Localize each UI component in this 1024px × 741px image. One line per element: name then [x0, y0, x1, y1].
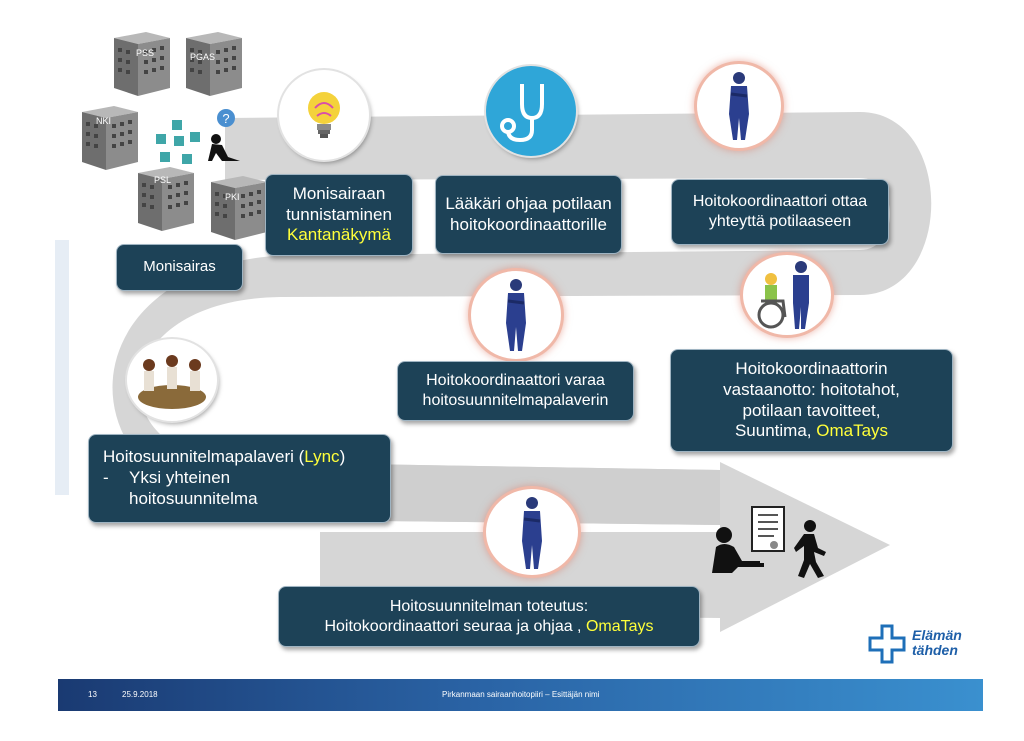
question-mark-icon: ? — [217, 109, 235, 127]
step-toteutus: Hoitosuunnitelman toteutus: Hoitokoordin… — [278, 586, 700, 647]
palaveri-paren: ) — [339, 447, 346, 467]
step-laakari: Lääkäri ohjaa potilaan hoitokoordinaatto… — [435, 175, 622, 254]
footer-page-number: 13 — [88, 690, 97, 699]
sitting-person-icon — [208, 134, 240, 161]
yhteys-line2: yhteyttä potilaaseen — [708, 213, 852, 230]
logo-line2: tähden — [912, 642, 958, 659]
tunnistaminen-line2: tunnistaminen — [286, 204, 392, 224]
network-cluster-icon — [156, 120, 200, 164]
kantanakyma-link: Kantanäkymä — [287, 225, 391, 245]
elaman-tahden-logo-icon — [868, 624, 906, 664]
vastaanotto-line3: potilaan tavoitteet, — [742, 400, 881, 420]
building-pki: PKI — [205, 172, 271, 242]
building-pgas: PGAS — [180, 28, 246, 98]
step-monisairas: Monisairas — [116, 244, 243, 291]
footer-bar: 13 25.9.2018 Pirkanmaan sairaanhoitopiir… — [58, 679, 983, 711]
varaa-line2: hoitosuunnitelmapalaverin — [422, 392, 609, 409]
building-pss: PSS — [108, 28, 174, 98]
toteutus-text: Hoitokoordinaattori seuraa ja ohjaa , — [324, 617, 586, 635]
step-yhteys: Hoitokoordinaattori ottaa yhteyttä potil… — [671, 179, 889, 245]
step-tunnistaminen: Monisairaan tunnistaminen Kantanäkymä — [265, 174, 413, 256]
laakari-line1: Lääkäri ohjaa potilaan — [445, 193, 612, 213]
vastaanotto-line1: Hoitokoordinaattorin — [735, 359, 888, 379]
building-psl: PSL — [132, 163, 198, 233]
wheelchair-circle — [743, 255, 831, 335]
nurse-icon — [506, 279, 526, 351]
toteutus-line2: Hoitokoordinaattori seuraa ja ohjaa , Om… — [324, 617, 653, 637]
stethoscope-circle — [486, 66, 576, 156]
omatays-link-2: OmaTays — [585, 617, 654, 635]
palaveri-dash: - — [103, 468, 109, 488]
nurse-circle-followup — [486, 489, 578, 575]
toteutus-line1: Hoitosuunnitelman toteutus: — [389, 597, 589, 615]
varaa-line1: Hoitokoordinaattori varaa — [426, 372, 605, 390]
footer-date: 25.9.2018 — [122, 690, 158, 699]
logo-text: Elämän tähden — [912, 627, 962, 659]
building-label-pki: PKI — [225, 192, 240, 202]
vastaanotto-line2: vastaanotto: hoitotahot, — [723, 379, 900, 399]
palaveri-line1: Hoitosuunnitelmapalaveri (Lync) — [103, 447, 345, 468]
walking-person-icon — [794, 520, 826, 578]
meeting-icon — [138, 355, 206, 409]
yhteys-line1: Hoitokoordinaattori ottaa — [692, 193, 868, 211]
building-label-pgas: PGAS — [190, 52, 216, 62]
stethoscope-icon — [500, 84, 544, 143]
wheelchair-icon — [757, 261, 809, 329]
building-nki: NKI — [76, 102, 142, 172]
lightbulb-icon — [308, 92, 340, 138]
palaveri-line3: hoitosuunnitelma — [129, 488, 258, 508]
vastaanotto-line4: Suuntima, OmaTays — [735, 421, 888, 442]
step-monisairas-label: Monisairas — [143, 258, 216, 276]
nurse-circle-booking — [471, 271, 561, 359]
omatays-link-1: OmaTays — [816, 421, 889, 441]
building-label-pss: PSS — [136, 48, 155, 58]
palaveri-bullet: Yksi yhteinen — [129, 468, 231, 488]
step-vastaanotto: Hoitokoordinaattorin vastaanotto: hoitot… — [670, 349, 953, 452]
step-varaa: Hoitokoordinaattori varaa hoitosuunnitel… — [397, 361, 634, 421]
nurse-circle-contact — [697, 64, 781, 148]
building-label-nki: NKI — [96, 116, 112, 126]
laakari-line2: hoitokoordinaattorille — [450, 214, 607, 234]
nurse-icon — [729, 72, 749, 140]
palaveri-line2: -Yksi yhteinen — [103, 468, 230, 489]
suuntima-text: Suuntima, — [734, 421, 817, 441]
palaveri-title: Hoitosuunnitelmapalaveri ( — [103, 447, 305, 467]
svg-text:?: ? — [222, 111, 229, 126]
meeting-circle — [127, 339, 217, 421]
lightbulb-circle — [279, 70, 369, 160]
lync-link: Lync — [304, 447, 340, 467]
building-label-psl: PSL — [154, 175, 172, 185]
step-palaveri: Hoitosuunnitelmapalaveri (Lync) -Yksi yh… — [88, 434, 391, 523]
tunnistaminen-line1: Monisairaan — [292, 183, 386, 203]
footer-center-text: Pirkanmaan sairaanhoitopiiri – Esittäjän… — [442, 690, 600, 699]
nurse-icon — [522, 497, 542, 569]
document-icon — [712, 506, 785, 573]
logo-line1: Elämän — [912, 627, 962, 643]
